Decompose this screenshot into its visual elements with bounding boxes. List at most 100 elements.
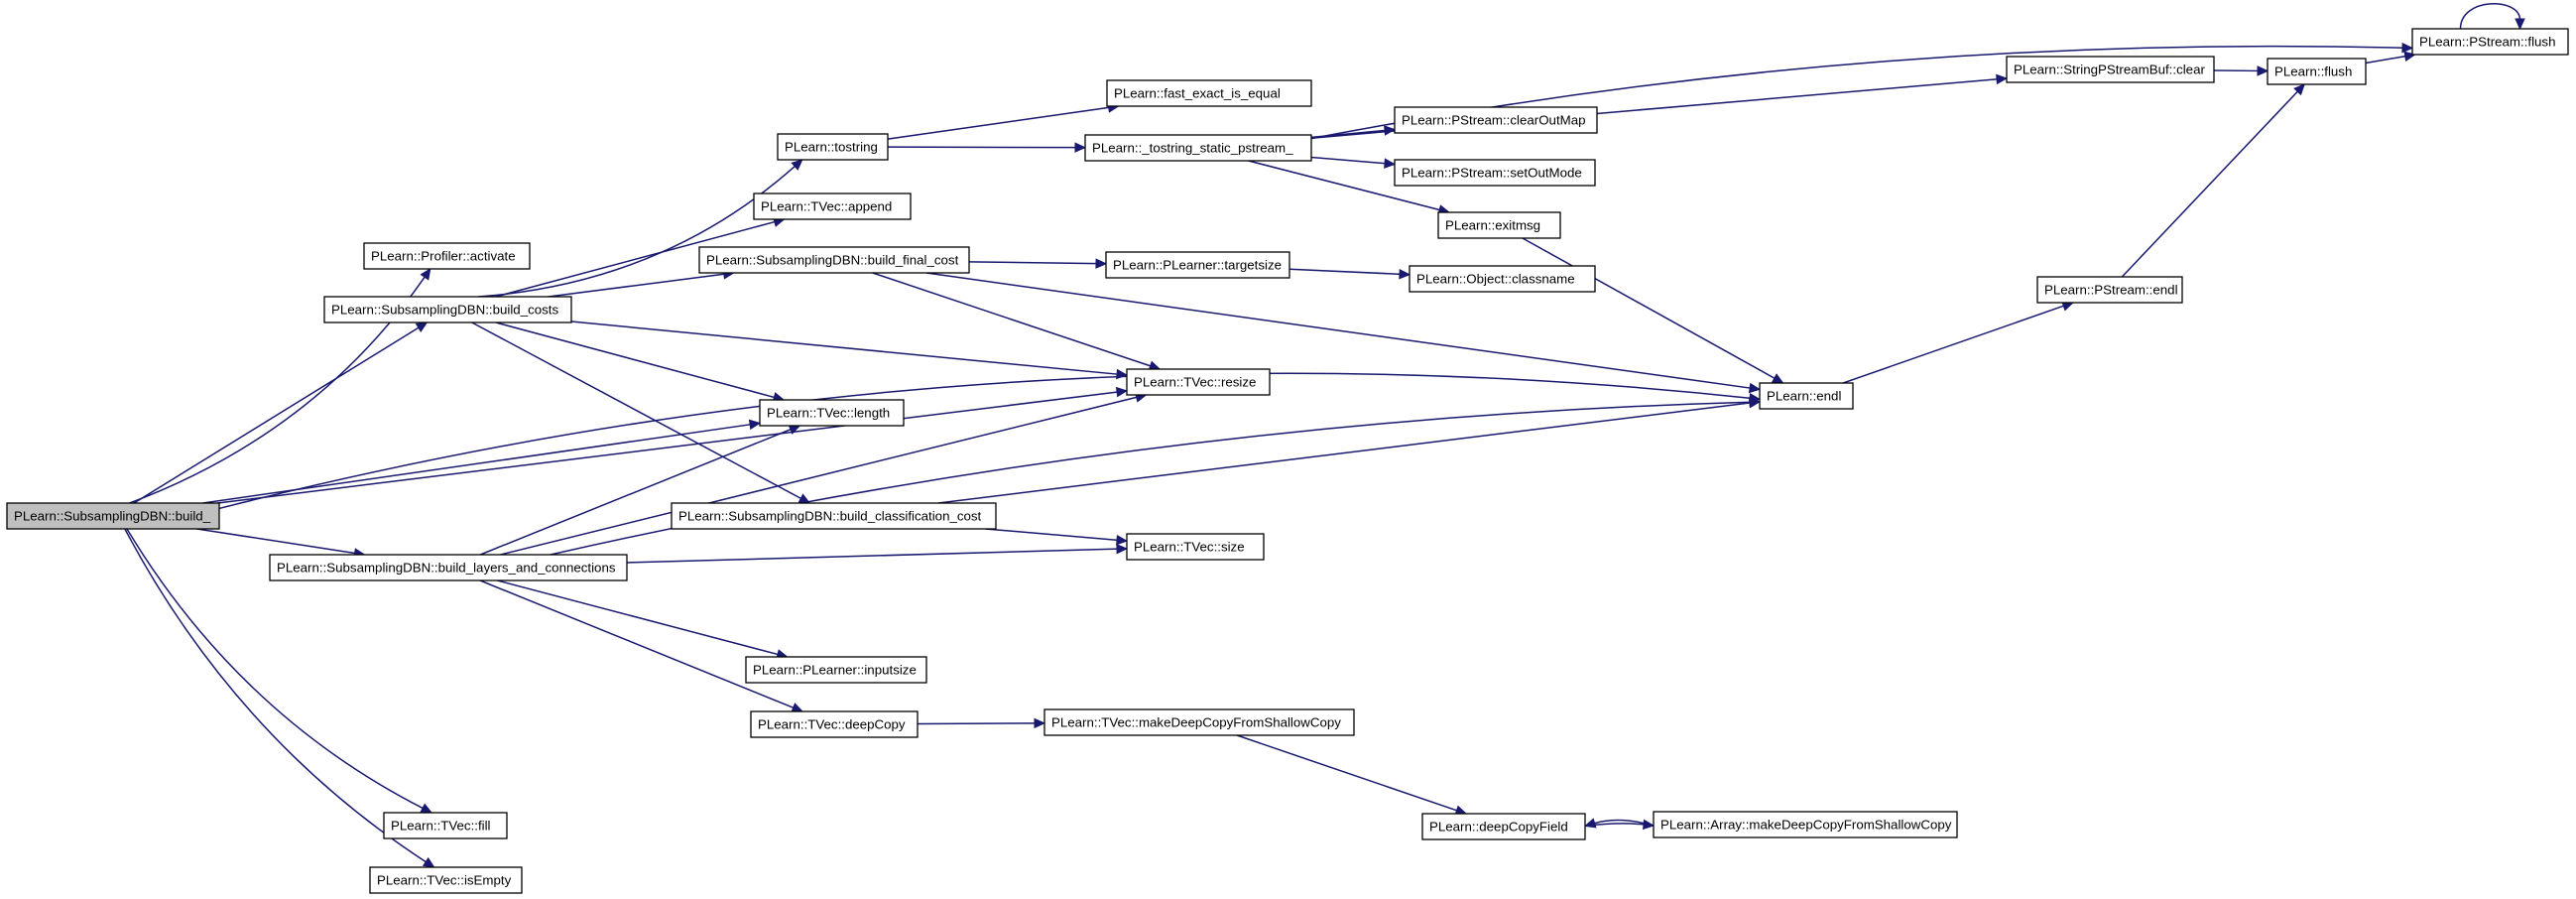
edge-line: [1236, 734, 1458, 812]
node-box: [363, 242, 531, 270]
edge-arrowhead: [420, 267, 431, 281]
node-box: [1421, 813, 1586, 840]
node-build-layers[interactable]: PLearn::SubsamplingDBN::build_layers_and…: [269, 554, 628, 581]
node-box: [6, 502, 220, 530]
node-box: [1084, 134, 1312, 162]
edge-line: [133, 326, 421, 504]
edge-build_classification_cost-to-size: [985, 528, 1129, 546]
node-deepCopy[interactable]: PLearn::TVec::deepCopy: [750, 710, 919, 738]
edge-line: [917, 722, 1037, 725]
edge-line: [887, 106, 1110, 140]
call-nodes: PLearn::SubsamplingDBN::build_ PLearn::Pr…: [6, 28, 2569, 894]
node-deepCopyField[interactable]: PLearn::deepCopyField: [1421, 813, 1586, 840]
node-label: PLearn::tostring: [785, 140, 878, 155]
node-makeDeepCopyArray[interactable]: PLearn::Array::makeDeepCopyFromShallowCo…: [1653, 811, 1958, 838]
node-box: [759, 399, 905, 427]
node-ps-endl[interactable]: PLearn::PStream::endl: [2036, 276, 2183, 304]
node-label: PLearn::StringPStreamBuf::clear: [2014, 63, 2205, 77]
node-label: PLearn::Profiler::activate: [371, 249, 516, 264]
node-build-final-cost[interactable]: PLearn::SubsamplingDBN::build_final_cost: [698, 246, 970, 274]
node-tostring-static[interactable]: PLearn::_tostring_static_pstream_: [1084, 134, 1312, 162]
edge-line: [1248, 160, 1441, 211]
edge-line: [570, 321, 1119, 375]
edge-line: [217, 391, 1119, 504]
node-clearOutMap[interactable]: PLearn::PStream::clearOutMap: [1394, 106, 1598, 134]
node-targetsize[interactable]: PLearn::PLearner::targetsize: [1105, 251, 1290, 279]
edge-line: [495, 220, 777, 298]
node-build-: PLearn::SubsamplingDBN::build_: [6, 502, 220, 530]
edge-line: [126, 528, 425, 810]
edge-line: [937, 402, 1752, 504]
edge-line: [2459, 2, 2521, 30]
edge-arrowhead: [1583, 818, 1597, 829]
edge-arrowhead: [1116, 534, 1129, 546]
edge-arrowhead: [1771, 373, 1784, 384]
edge-line: [1288, 268, 1402, 276]
edge-line: [124, 528, 428, 863]
edge-tostring-to-fast_exact: [887, 102, 1120, 140]
node-makeDeepCopyTVec[interactable]: PLearn::TVec::makeDeepCopyFromShallowCop…: [1043, 708, 1355, 736]
edge-ps_endl-to-flush: [2121, 83, 2306, 278]
node-box: [1126, 368, 1271, 396]
edge-line: [548, 273, 725, 298]
edge-ps_flush-to-ps_flush: [2459, 2, 2525, 31]
node-box: [1409, 265, 1596, 293]
node-box: [1437, 211, 1561, 239]
edge-flush-to-ps_flush: [2365, 51, 2416, 64]
edge-line: [2121, 90, 2299, 278]
edge-line: [500, 396, 1138, 556]
edge-line: [1310, 156, 1387, 165]
node-box: [777, 133, 889, 161]
edge-line: [1522, 237, 1777, 380]
node-box: [750, 710, 919, 738]
edge-arrowhead: [1095, 258, 1108, 269]
node-size[interactable]: PLearn::TVec::size: [1126, 533, 1265, 561]
edge-arrowhead: [1074, 142, 1087, 153]
node-build-costs[interactable]: PLearn::SubsamplingDBN::build_costs: [323, 296, 572, 323]
node-setOutMode[interactable]: PLearn::PStream::setOutMode: [1394, 159, 1596, 187]
edge-targetsize-to-classname: [1288, 268, 1411, 280]
node-label: PLearn::PStream::clearOutMap: [1402, 113, 1586, 128]
node-flush[interactable]: PLearn::flush: [2267, 58, 2367, 85]
edge-arrowhead: [791, 159, 803, 171]
edge-line: [497, 579, 780, 656]
edge-build_final_cost-to-endl: [925, 272, 1762, 394]
node-box: [2267, 58, 2367, 85]
edge-line: [471, 321, 802, 500]
edge-build_-to-isEmpty: [124, 528, 435, 868]
node-label: PLearn::TVec::makeDeepCopyFromShallowCop…: [1051, 715, 1341, 730]
node-build-classification-cost[interactable]: PLearn::SubsamplingDBN::build_classifica…: [671, 502, 997, 530]
edge-build_layers-to-size: [626, 543, 1129, 564]
node-classname[interactable]: PLearn::Object::classname: [1409, 265, 1596, 293]
edge-line: [872, 272, 1152, 367]
node-box: [671, 502, 997, 530]
node-label: PLearn::exitmsg: [1445, 218, 1540, 233]
node-label: PLearn::SubsamplingDBN::build_: [14, 509, 211, 524]
node-tostring[interactable]: PLearn::tostring: [777, 133, 889, 161]
edge-tostring_static-to-clearOutMap: [1310, 125, 1397, 139]
node-sp-clear[interactable]: PLearn::StringPStreamBuf::clear: [2006, 56, 2215, 83]
edge-arrowhead: [791, 703, 804, 712]
node-fast-exact[interactable]: PLearn::fast_exact_is_equal: [1106, 79, 1312, 107]
node-exitmsg[interactable]: PLearn::exitmsg: [1437, 211, 1561, 239]
node-box: [1126, 533, 1265, 561]
node-ps-flush[interactable]: PLearn::PStream::flush: [2411, 28, 2569, 56]
edge-build_final_cost-to-resize: [872, 272, 1162, 371]
edge-line: [626, 548, 1119, 564]
edge-build_costs-to-build_classification_cost: [471, 321, 811, 504]
edge-build_costs-to-length: [495, 321, 786, 403]
node-isEmpty[interactable]: PLearn::TVec::isEmpty: [369, 866, 523, 894]
node-fill[interactable]: PLearn::TVec::fill: [383, 812, 508, 839]
node-inputsize[interactable]: PLearn::PLearner::inputsize: [745, 656, 927, 684]
node-length[interactable]: PLearn::TVec::length: [759, 399, 905, 427]
node-box: [1394, 159, 1596, 187]
node-resize[interactable]: PLearn::TVec::resize: [1126, 368, 1271, 396]
node-append[interactable]: PLearn::TVec::append: [753, 193, 912, 220]
node-label: PLearn::Array::makeDeepCopyFromShallowCo…: [1660, 818, 1952, 833]
edge-arrowhead: [420, 803, 433, 814]
node-activate[interactable]: PLearn::Profiler::activate: [363, 242, 531, 270]
node-endl[interactable]: PLearn::endl: [1759, 382, 1854, 410]
edge-line: [495, 321, 776, 399]
node-box: [2006, 56, 2215, 83]
